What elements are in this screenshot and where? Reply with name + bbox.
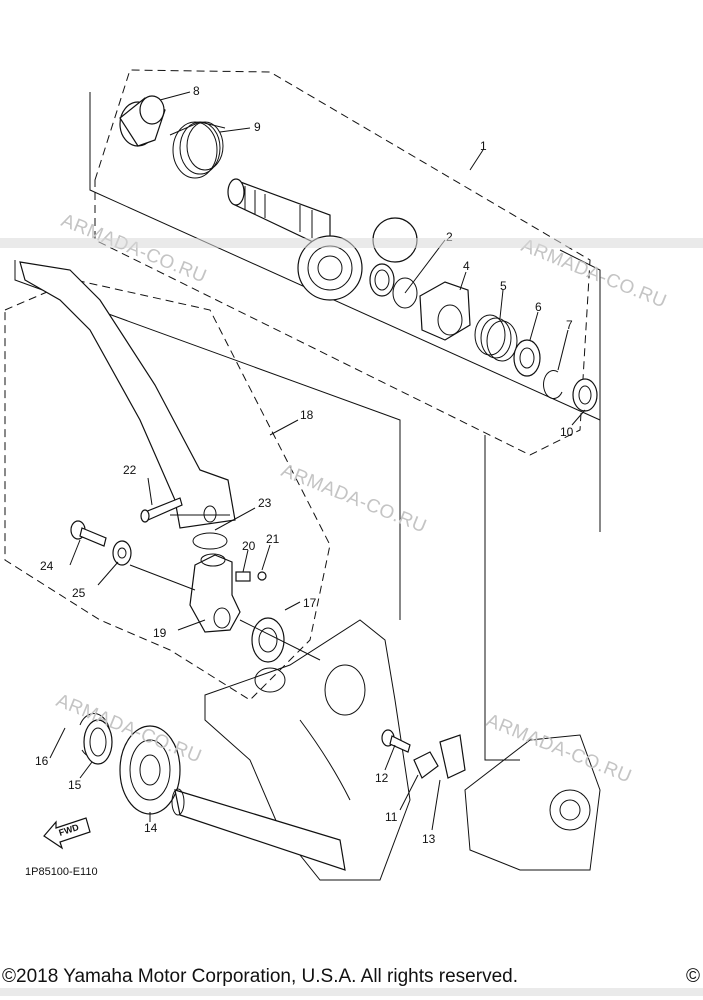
washer-6-part — [513, 339, 541, 377]
copyright-text: ©2018 Yamaha Motor Corporation, U.S.A. A… — [2, 966, 518, 987]
callout-14: 14 — [144, 821, 158, 835]
boss-19-part — [189, 553, 241, 633]
washer-25-part — [112, 540, 132, 566]
callout-17: 17 — [303, 596, 317, 610]
washer-10-part — [572, 378, 598, 412]
callout-25: 25 — [72, 586, 86, 600]
watermark-5: ARMADA-CO.RU — [483, 710, 634, 787]
callout-16: 16 — [35, 754, 49, 768]
callout-10: 10 — [560, 425, 574, 439]
callout-18: 18 — [300, 408, 314, 422]
frame-upper — [89, 92, 601, 532]
axis-line-shaft — [239, 619, 321, 661]
callout-8: 8 — [193, 84, 200, 98]
callout-11: 13 — [422, 832, 436, 846]
kick-lever-part — [19, 261, 236, 529]
dashed-group-18 — [4, 279, 331, 701]
washer-15-part — [83, 719, 113, 765]
main-shaft-part — [171, 788, 346, 871]
callout-5: 5 — [500, 279, 507, 293]
axis-line-lever — [129, 564, 196, 591]
callout-20: 20 — [242, 539, 256, 553]
copyright-symbol: © — [686, 966, 700, 987]
callout-12: 11 — [385, 810, 398, 824]
callout-22: 22 — [123, 463, 137, 477]
callout-9: 9 — [254, 120, 261, 134]
bolt-24-part — [70, 520, 107, 547]
callout-2: 2 — [446, 230, 453, 244]
o-ring-23-part — [192, 532, 228, 550]
bolt-13-part — [381, 729, 411, 753]
washer-ring-part — [369, 263, 418, 309]
callout-23: 23 — [258, 496, 272, 510]
callout-19: 19 — [153, 626, 167, 640]
scan-band-top — [0, 238, 703, 248]
torsion-spring-part — [169, 121, 226, 179]
ball-21-part — [257, 571, 267, 581]
spring-20-part — [235, 571, 251, 582]
callout-1: 1 — [480, 139, 487, 153]
watermark-1: ARMADA-CO.RU — [58, 210, 209, 287]
frame-left-lever — [14, 260, 401, 620]
frame-right — [484, 435, 520, 761]
callout-4: 4 — [463, 259, 470, 273]
leader-lines — [49, 91, 586, 831]
frame-upper-right — [559, 249, 601, 420]
ratchet-spring-part — [474, 314, 518, 362]
callout-15: 15 — [68, 778, 82, 792]
drawing-code: 1P85100-E110 — [25, 866, 98, 878]
callout-13: 12 — [375, 771, 389, 785]
engine-case — [464, 734, 601, 871]
crankcase-cover — [204, 619, 411, 881]
forward-arrow-icon: FWD — [43, 817, 91, 850]
callouts: 8 9 1 2 4 5 6 7 10 18 22 23 20 21 24 25 … — [35, 84, 574, 846]
oil-seal-17-part — [251, 617, 285, 663]
collar-part — [119, 95, 166, 147]
bolt-22-part — [140, 497, 183, 523]
callout-24: 24 — [40, 559, 54, 573]
ratchet-part — [419, 281, 471, 341]
plate-12-part — [413, 751, 439, 779]
callout-6: 6 — [535, 300, 542, 314]
callout-21: 21 — [266, 532, 280, 546]
guide-11-part — [439, 734, 466, 779]
callout-7: 7 — [566, 318, 573, 332]
scan-band-bottom — [0, 988, 703, 996]
circlip-7-part — [543, 370, 563, 399]
watermark-3: ARMADA-CO.RU — [278, 460, 429, 537]
